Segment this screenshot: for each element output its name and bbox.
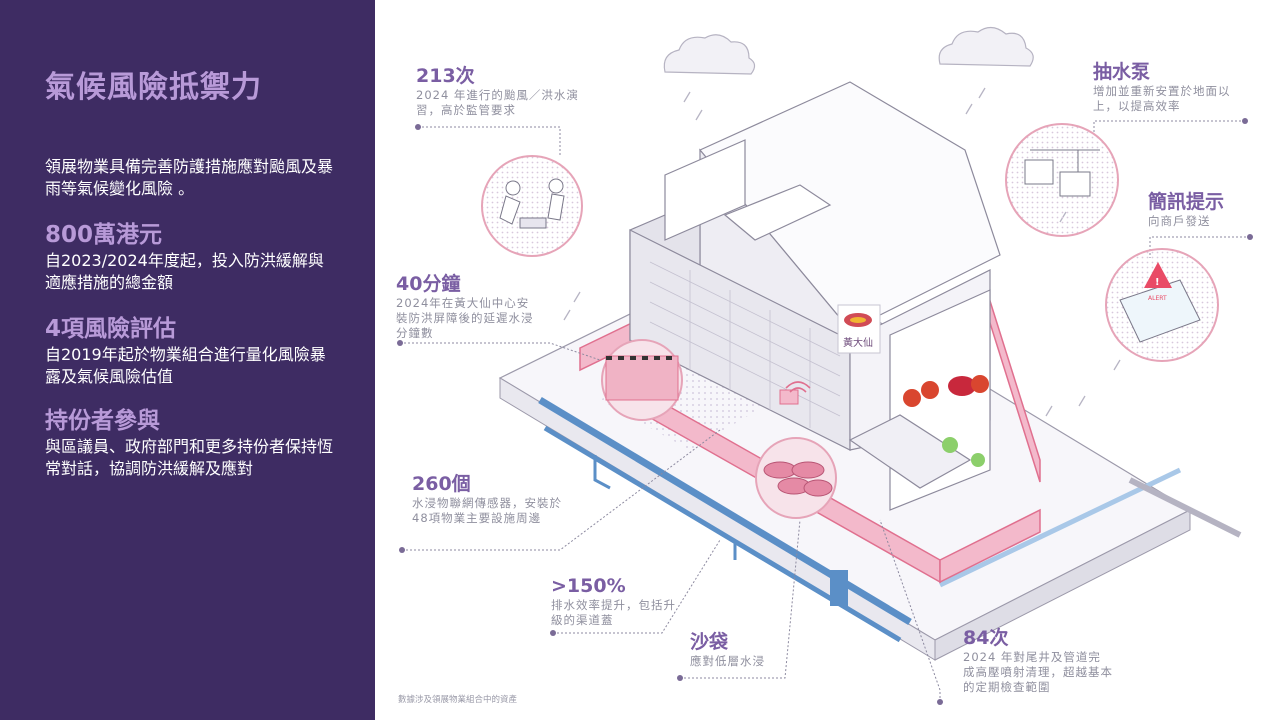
sign-label: 黃大仙 [843, 336, 873, 349]
flood-resilience-illustration: 黃大仙 [397, 26, 1253, 705]
page-title: 氣候風險抵禦力 [45, 70, 262, 105]
callout-drainage: >150% 排水效率提升，包括升級的渠道蓋 [551, 574, 686, 628]
callout-headline: 40分鐘 [396, 273, 461, 295]
callout-headline: 沙袋 [690, 631, 729, 653]
callout-headline: 213次 [416, 65, 475, 87]
callout-drills: 213次 2024 年進行的颱風／洪水演習，高於監管要求 [416, 64, 586, 118]
callout-cleaning: 84次 2024 年對尾井及管道完成高壓噴射清理，超越基本的定期檢查範圍 [963, 626, 1113, 695]
callout-barrier: 40分鐘 2024年在黃大仙中心安裝防洪屏障後的延遲水浸分鐘數 [396, 272, 541, 341]
callout-text: 2024年在黃大仙中心安裝防洪屏障後的延遲水浸分鐘數 [396, 296, 534, 340]
stat-risk-assessment: 4項風險評估 自2019年起於物業組合進行量化風險暴露及氣候風險估值 [45, 314, 335, 388]
callout-dots [397, 118, 1253, 705]
callout-text: 排水效率提升，包括升級的渠道蓋 [551, 598, 676, 627]
sandbag-detail-circle [755, 437, 837, 519]
barrier-detail-circle [601, 339, 683, 421]
callout-headline: 260個 [412, 473, 471, 495]
sidebar: 氣候風險抵禦力 領展物業具備完善防護措施應對颱風及暴雨等氣候變化風險 。 800… [0, 0, 375, 720]
callout-sandbags: 沙袋 應對低層水浸 [690, 630, 800, 669]
cloud-icon [663, 34, 756, 75]
wifi-sensor-icon [779, 381, 811, 405]
callout-text: 增加並重新安置於地面以上，以提高效率 [1093, 84, 1231, 113]
drill-detail-circle [481, 155, 583, 257]
alert-detail-circle: ! ALERT [1105, 248, 1219, 362]
svg-text:!: ! [1155, 277, 1160, 288]
callout-text: 2024 年進行的颱風／洪水演習，高於監管要求 [416, 88, 579, 117]
cloud-icon [938, 26, 1034, 67]
stat-text: 自2019年起於物業組合進行量化風險暴露及氣候風險估值 [45, 345, 326, 386]
callout-headline: >150% [551, 575, 626, 597]
callout-headline: 84次 [963, 627, 1009, 649]
callout-pump: 抽水泵 增加並重新安置於地面以上，以提高效率 [1093, 60, 1243, 114]
callout-text: 應對低層水浸 [690, 654, 765, 668]
stat-stakeholder: 持份者參與 與區議員、政府部門和更多持份者保持恆常對話，協調防洪緩解及應對 [45, 406, 335, 480]
callout-headline: 簡訊提示 [1148, 191, 1225, 213]
footnote: 數據涉及領展物業組合中的資產 [398, 695, 518, 705]
building-sign: 黃大仙 [837, 304, 881, 354]
drainage-pipe [538, 396, 1242, 643]
callout-headline: 抽水泵 [1093, 61, 1151, 83]
callout-text: 2024 年對尾井及管道完成高壓噴射清理，超越基本的定期檢查範圍 [963, 650, 1113, 694]
shopping-centre-building [629, 81, 1001, 511]
callout-text: 水浸物聯網傳感器，安裝於48項物業主要設施周邊 [412, 496, 562, 525]
stat-headline: 4項風險評估 [45, 316, 177, 342]
stat-headline: 800萬港元 [45, 222, 163, 248]
alert-label: ALERT [1148, 295, 1167, 302]
stat-investment: 800萬港元 自2023/2024年度起，投入防洪緩解與適應措施的總金額 [45, 220, 335, 294]
leader-lines [400, 120, 1250, 702]
intro-text: 領展物業具備完善防護措施應對颱風及暴雨等氣候變化風險 。 [45, 157, 334, 198]
stat-text: 與區議員、政府部門和更多持份者保持恆常對話，協調防洪緩解及應對 [45, 437, 334, 478]
callout-sms: 簡訊提示 向商戶發送 [1148, 190, 1268, 229]
stat-text: 自2023/2024年度起，投入防洪緩解與適應措施的總金額 [45, 251, 324, 292]
stat-headline: 持份者參與 [45, 408, 160, 434]
callout-text: 向商戶發送 [1148, 214, 1211, 228]
pump-detail-circle [1005, 123, 1119, 237]
callout-sensors: 260個 水浸物聯網傳感器，安裝於48項物業主要設施周邊 [412, 472, 572, 526]
